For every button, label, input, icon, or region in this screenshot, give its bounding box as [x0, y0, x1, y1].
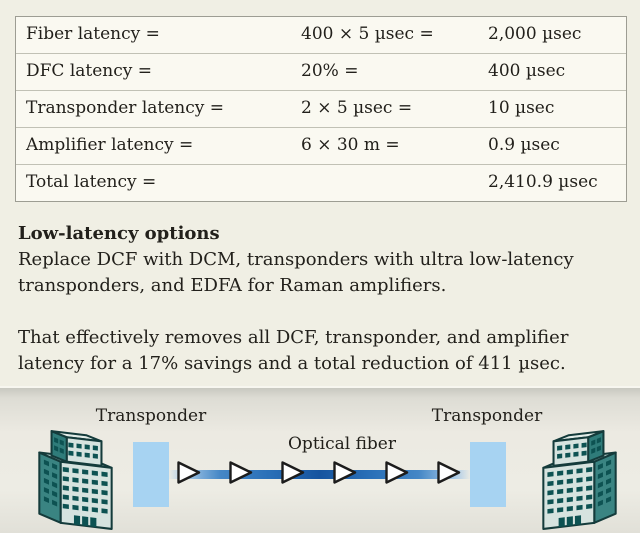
row-calc: [301, 165, 476, 201]
row-value: 0.9 µsec: [488, 135, 560, 155]
row-calc: 2 × 5 µsec =: [301, 98, 413, 118]
amplifier-icon: [228, 460, 254, 485]
table-row: Transponder latency = 2 × 5 µsec = 10 µs…: [16, 91, 626, 128]
notes-paragraph-2: That effectively removes all DCF, transp…: [18, 325, 622, 377]
row-value: 2,000 µsec: [488, 24, 582, 44]
row-calc: 400 × 5 µsec =: [301, 24, 434, 44]
paragraph-line: Replace DCF with DCM, transponders with …: [18, 249, 574, 270]
transponder-label-left: Transponder: [95, 406, 207, 426]
row-calc: 20% =: [301, 61, 359, 81]
amplifier-icon: [332, 460, 358, 485]
table-row: Fiber latency = 400 × 5 µsec = 2,000 µse…: [16, 17, 626, 54]
amplifier-icon: [280, 460, 306, 485]
network-diagram: Transponder Transponder Optical fiber: [0, 386, 640, 533]
notes-section: Low-latency options Replace DCF with DCM…: [18, 221, 622, 377]
row-value: 10 µsec: [488, 98, 555, 118]
latency-table: Fiber latency = 400 × 5 µsec = 2,000 µse…: [15, 16, 627, 202]
notes-paragraph-1: Replace DCF with DCM, transponders with …: [18, 247, 622, 299]
optical-fiber-line: [169, 470, 470, 479]
office-building-icon: [533, 424, 625, 532]
table-row: Amplifier latency = 6 × 30 m = 0.9 µsec: [16, 128, 626, 165]
transponder-box-left: [133, 442, 169, 507]
transponder-label-right: Transponder: [431, 406, 543, 426]
row-label: Total latency =: [26, 172, 157, 192]
row-label: Transponder latency =: [26, 98, 224, 118]
row-calc: 6 × 30 m =: [301, 135, 400, 155]
table-row: DFC latency = 20% = 400 µsec: [16, 54, 626, 91]
row-label: Amplifier latency =: [26, 135, 194, 155]
paragraph-line: That effectively removes all DCF, transp…: [18, 327, 569, 348]
table-row: Total latency = 2,410.9 µsec: [16, 165, 626, 201]
amplifier-icon: [436, 460, 462, 485]
row-value: 400 µsec: [488, 61, 566, 81]
amplifier-icon: [176, 460, 202, 485]
optical-fiber-label: Optical fiber: [288, 434, 396, 454]
notes-heading: Low-latency options: [18, 223, 220, 244]
transponder-box-right: [470, 442, 506, 507]
row-value: 2,410.9 µsec: [488, 172, 598, 192]
office-building-icon: [30, 424, 122, 532]
paragraph-line: latency for a 17% savings and a total re…: [18, 353, 566, 374]
paragraph-line: transponders, and EDFA for Raman amplifi…: [18, 275, 447, 296]
row-label: DFC latency =: [26, 61, 153, 81]
amplifier-icon: [384, 460, 410, 485]
row-label: Fiber latency =: [26, 24, 160, 44]
